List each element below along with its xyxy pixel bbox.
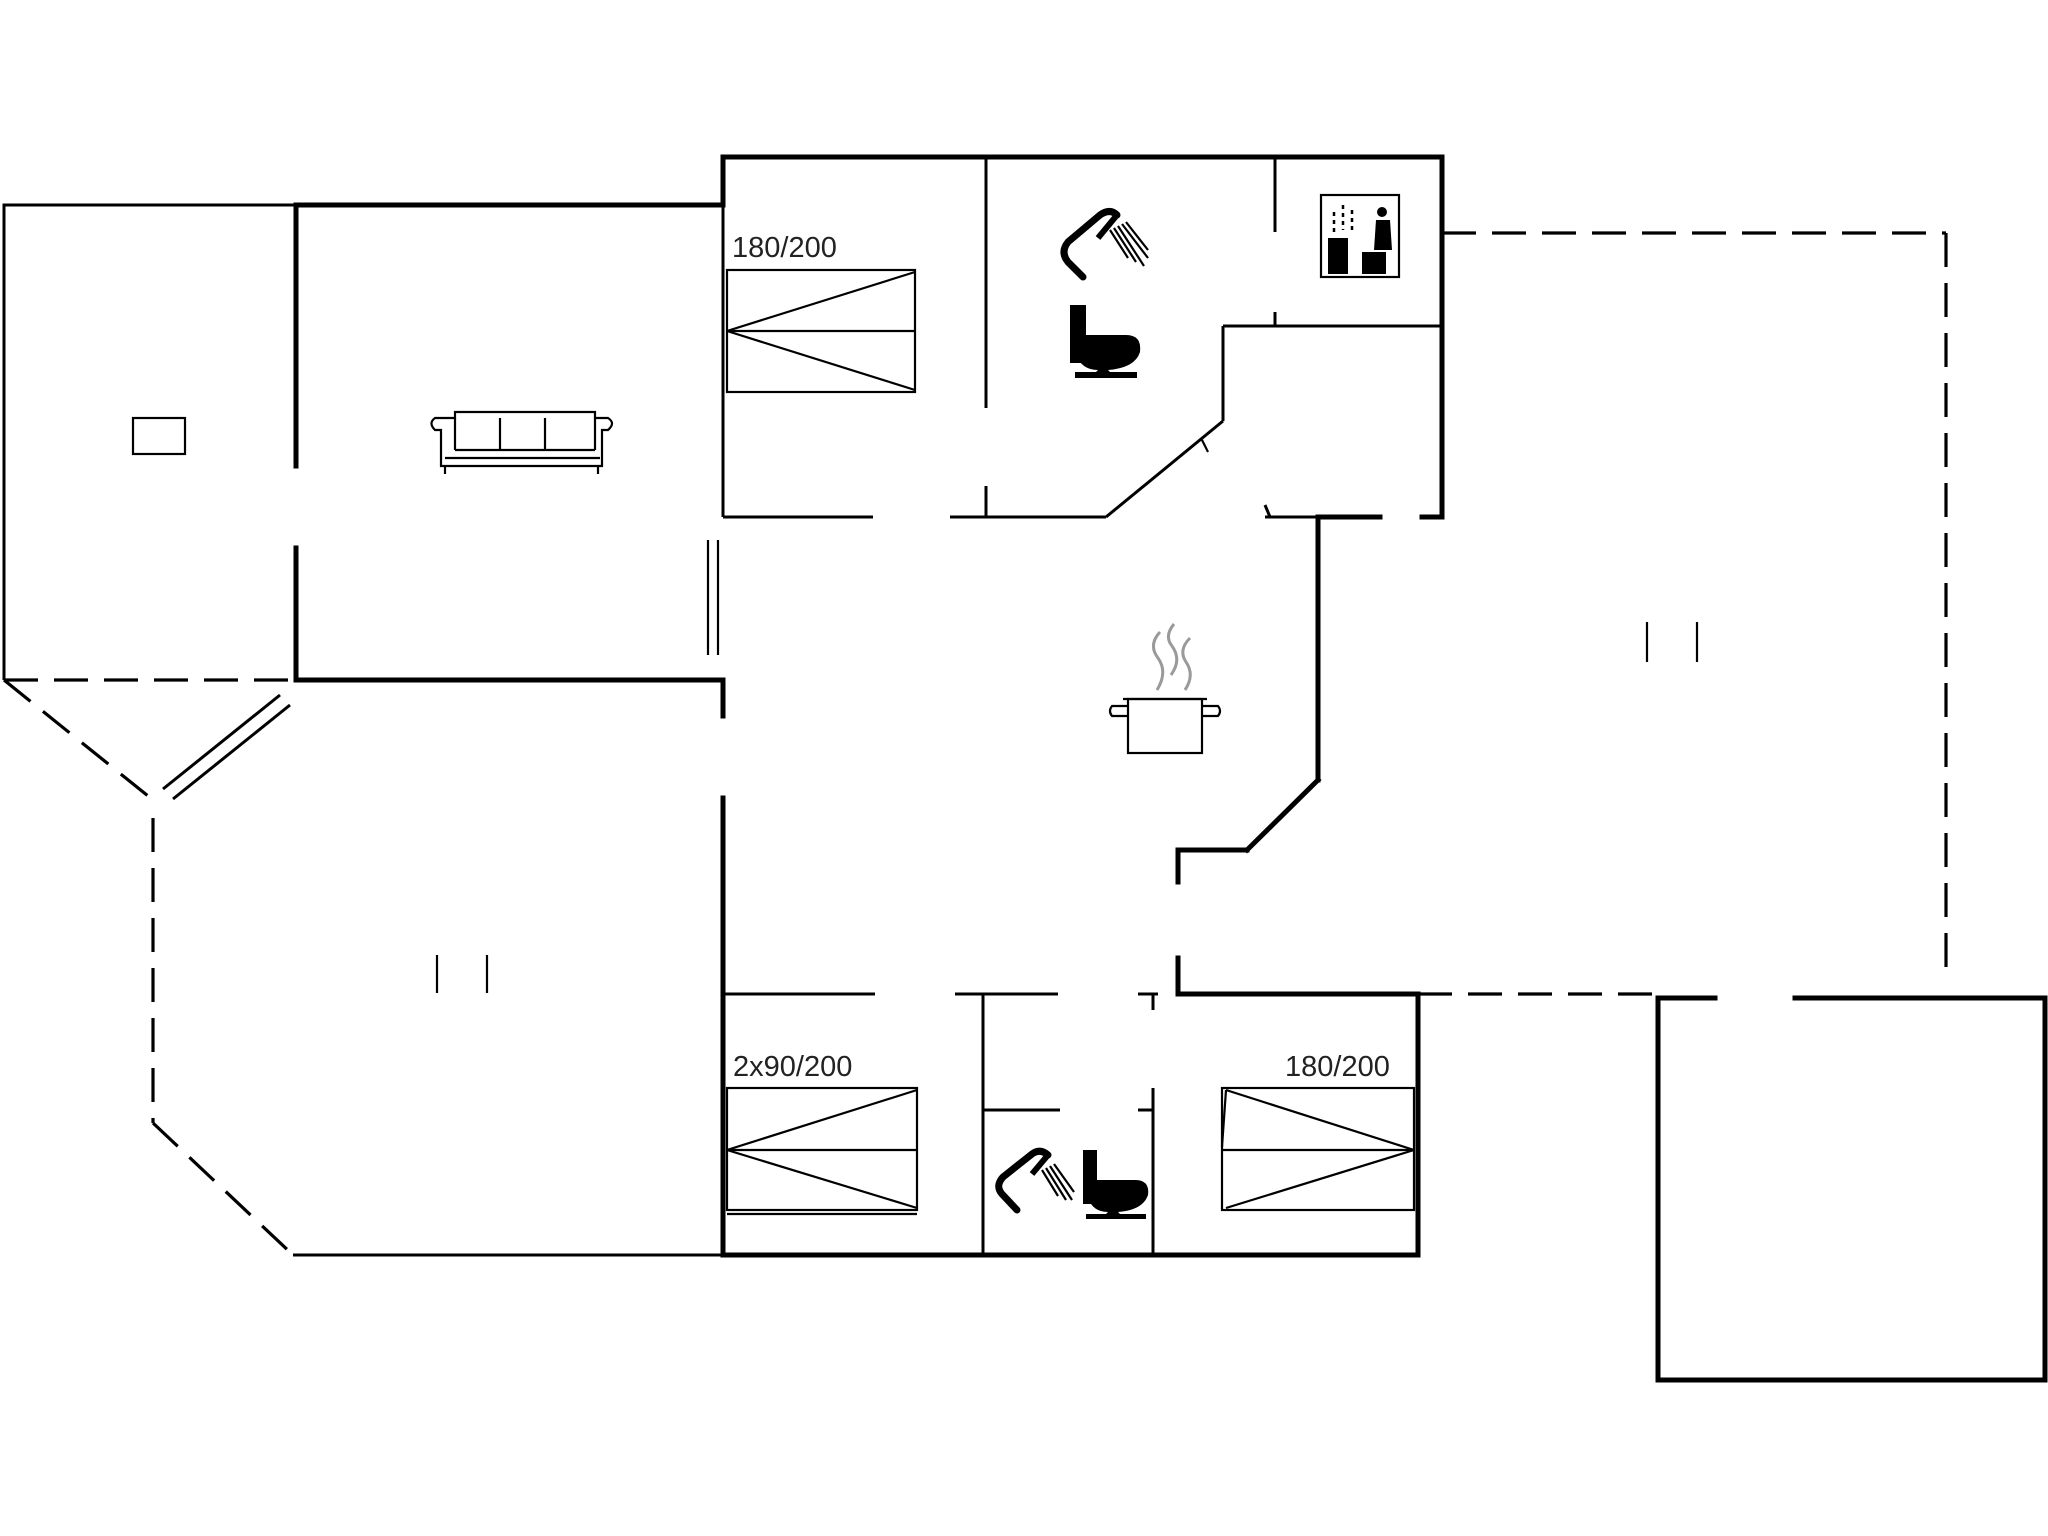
top-block-walls <box>720 154 1445 520</box>
kitchen-walls <box>720 514 1322 1258</box>
toilet-icon <box>1070 305 1141 378</box>
table-icon <box>131 416 187 456</box>
bottom-block-walls <box>720 991 1421 1258</box>
shower-icon <box>1060 208 1149 281</box>
bed-size-label-bottom-right: 180/200 <box>1285 1051 1390 1083</box>
bed-icon: 180/200 <box>725 232 917 394</box>
bed-icon: 180/200 <box>1220 1051 1416 1212</box>
toilet-icon <box>1083 1150 1149 1219</box>
annex-bottom-right <box>1655 995 2048 1383</box>
bed-size-label-bottom-left: 2x90/200 <box>733 1051 852 1083</box>
lower-left-walls <box>2 678 723 1257</box>
shower-icon <box>995 1147 1075 1214</box>
bed-icon: 2x90/200 <box>725 1051 919 1216</box>
cooking-pot-icon <box>1108 623 1222 755</box>
right-terrace <box>1418 231 1948 996</box>
bed-size-label-top: 180/200 <box>732 232 837 264</box>
sauna-icon <box>1319 193 1401 279</box>
living-room-walls <box>293 202 726 719</box>
left-annex-walls <box>2 203 296 680</box>
sofa-icon <box>430 410 614 474</box>
